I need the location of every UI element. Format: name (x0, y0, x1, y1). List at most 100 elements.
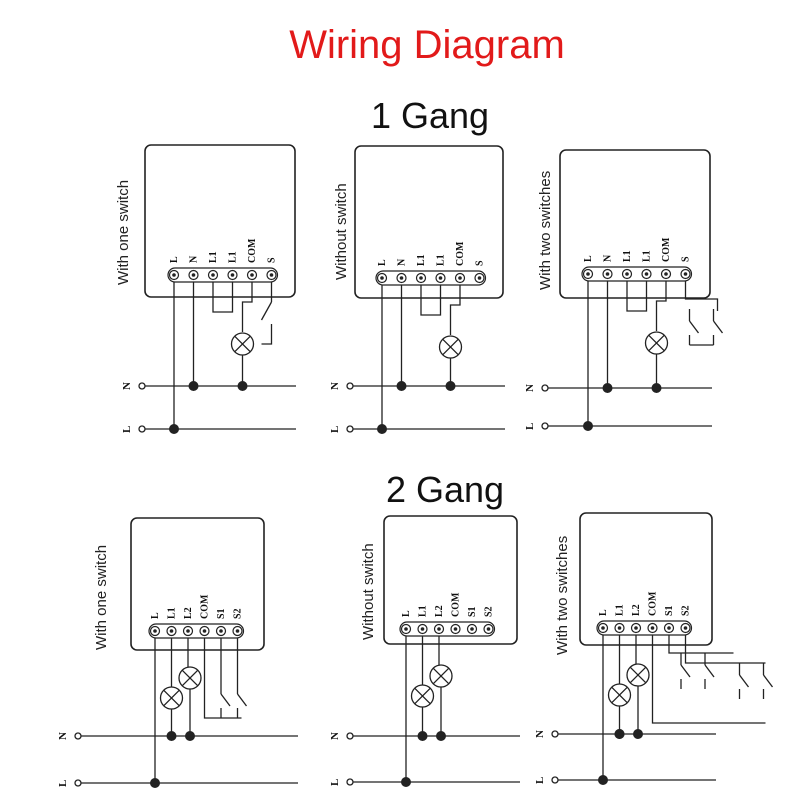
lamp-cross (181, 669, 199, 687)
junction-dot (188, 381, 199, 391)
wire (261, 324, 273, 345)
module-box (144, 144, 296, 298)
terminal-strip (581, 266, 693, 282)
terminal-screw-center (235, 629, 240, 633)
terminal-label: N (189, 255, 200, 263)
diagram-label: Without switch (333, 183, 350, 280)
junction-dot (614, 729, 625, 739)
terminal-screw-center (667, 626, 671, 630)
terminal-screw-center (404, 627, 408, 631)
terminal-screw-center (634, 626, 638, 630)
switch-contact (260, 301, 273, 321)
terminal-label: COM (200, 594, 211, 619)
wire (203, 638, 242, 719)
wire (420, 285, 442, 316)
module-box (383, 515, 518, 645)
page-title: Wiring Diagram (289, 23, 565, 67)
terminal-label: COM (451, 592, 462, 617)
rail-label-l: L (524, 423, 536, 430)
terminal-label: S2 (681, 605, 692, 616)
junction-dot (377, 424, 387, 434)
terminal-screw-center (380, 276, 384, 280)
terminal-label: L1 (436, 254, 447, 266)
terminal-label: L (583, 255, 594, 262)
section-heading-1-gang: 1 Gang (371, 95, 489, 136)
terminal-label: L1 (228, 251, 239, 263)
junction-dot (169, 424, 179, 434)
terminal-screw-center (269, 273, 274, 277)
terminal-screw-center (420, 627, 425, 631)
terminal-screw-center (601, 626, 605, 630)
terminal-label: L1 (208, 251, 219, 263)
rail-terminal (346, 382, 354, 390)
junction-dot (651, 383, 662, 393)
rail-label-n: N (524, 384, 536, 392)
lamp-cross (629, 666, 647, 684)
lamp-cross (432, 667, 450, 685)
rail-terminal (346, 425, 354, 433)
terminal-screw-center (586, 272, 590, 276)
wire (651, 635, 766, 724)
terminal-label: COM (648, 591, 659, 616)
terminal-screw-center (644, 272, 649, 276)
lamp-cross (611, 686, 628, 704)
terminal-screw-center (202, 629, 207, 633)
switch-contact (680, 664, 691, 678)
terminal-label: S (267, 257, 278, 263)
terminal-strip (167, 267, 279, 283)
terminal-label: S1 (467, 606, 478, 617)
diagram-label: With two switches (537, 171, 554, 290)
terminal-screw-center (683, 626, 688, 630)
rail-terminal (541, 422, 549, 430)
junction-dot (166, 731, 177, 741)
terminal-label: S1 (216, 608, 227, 619)
terminal-screw-center (230, 273, 235, 277)
terminal-screw-center (438, 276, 443, 280)
terminal-screw-center (683, 272, 688, 276)
terminal-screw-center (605, 272, 610, 276)
terminal-label: L1 (167, 607, 178, 619)
rail-terminal (74, 732, 82, 740)
terminal-strip (148, 623, 245, 639)
switch-contact (712, 320, 724, 334)
terminal-label: L2 (183, 607, 194, 619)
terminal-screw-center (250, 273, 254, 277)
terminal-label: L2 (631, 604, 642, 616)
junction-dot (633, 729, 643, 739)
terminal-label: N (397, 258, 408, 266)
switch-contact (738, 674, 750, 688)
switch-contact (688, 320, 700, 334)
terminal-label: L (598, 609, 609, 616)
terminal-screw-center (650, 626, 655, 630)
rail-label-n: N (121, 382, 133, 390)
wire (684, 635, 766, 664)
diagram-label: Without switch (360, 543, 377, 640)
terminal-label: N (603, 254, 614, 262)
terminal-label: S (681, 256, 692, 262)
terminal-label: S1 (664, 605, 675, 616)
terminal-label: L (377, 259, 388, 266)
module-box (354, 145, 504, 299)
terminal-label: S (475, 260, 486, 266)
diagram-label: With one switch (115, 180, 132, 285)
terminal-screw-center (625, 272, 629, 276)
diagram-label: With two switches (554, 536, 571, 655)
terminal-screw-center (186, 629, 190, 633)
terminal-strip (596, 620, 693, 636)
lamp-cross (163, 689, 180, 707)
terminal-strip (399, 621, 496, 637)
rail-terminal (346, 778, 354, 786)
terminal-label: L2 (434, 605, 445, 617)
terminal-screw-center (617, 626, 622, 630)
rail-label-n: N (57, 732, 69, 740)
rail-terminal (138, 425, 146, 433)
terminal-label: L (169, 256, 180, 263)
lamp-cross (414, 687, 431, 705)
lamp-cross (648, 334, 665, 352)
terminal-screw-center (172, 273, 176, 277)
lamp-cross (234, 335, 251, 353)
rail-terminal (551, 776, 559, 784)
